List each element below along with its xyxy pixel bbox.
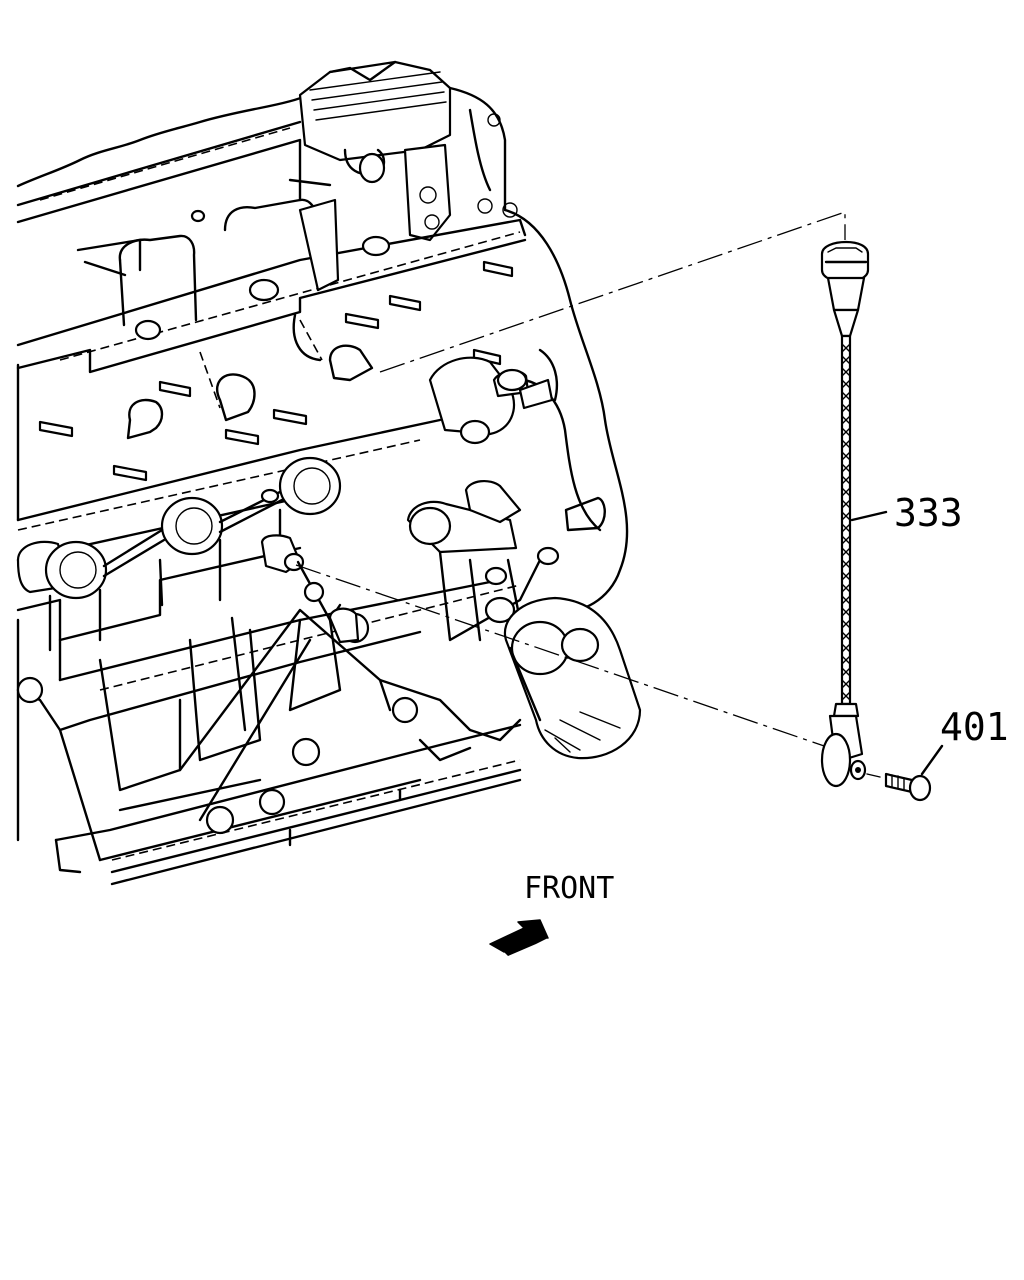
callout-333-label: 333 bbox=[894, 491, 963, 535]
assembly-leader-lines bbox=[295, 211, 846, 749]
front-direction-label: FRONT bbox=[524, 871, 614, 906]
front-arrow-icon bbox=[489, 919, 549, 956]
callout-401-label: 401 bbox=[940, 705, 1009, 749]
callout-401-leader bbox=[920, 744, 944, 776]
bolt-drawing bbox=[866, 772, 932, 802]
knock-sensor-drawing bbox=[820, 240, 870, 788]
callout-333-leader bbox=[850, 510, 888, 522]
engine-block-drawing bbox=[16, 60, 642, 886]
